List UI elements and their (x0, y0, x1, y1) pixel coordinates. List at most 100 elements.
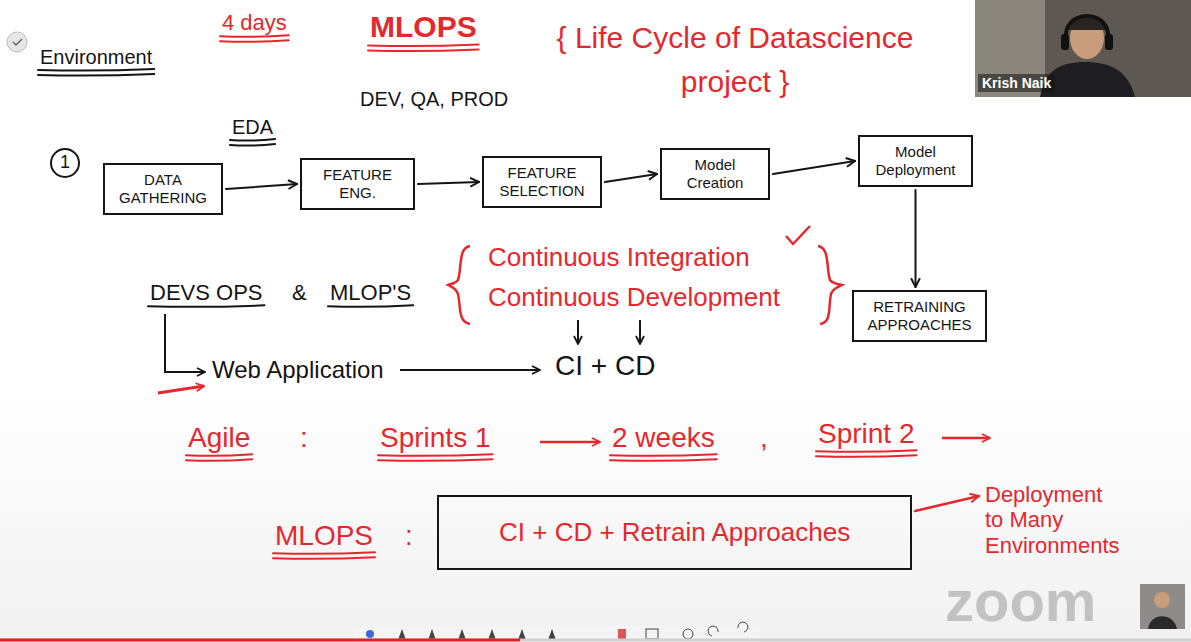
note-text: CI + CD (555, 350, 655, 382)
process-box: CI + CD + Retrain Approaches (437, 495, 912, 570)
process-box: Model Creation (660, 148, 770, 200)
underline (38, 74, 154, 76)
underline (378, 454, 493, 456)
node-text: DATA GATHERING (113, 171, 213, 207)
tool-icon (488, 629, 496, 640)
note-text: Agile (188, 422, 250, 454)
underline (273, 552, 375, 554)
note-text: Sprint 2 (818, 418, 915, 450)
headphones (1066, 16, 1108, 40)
hook-arrow (165, 314, 205, 372)
note-text: 2 weeks (612, 422, 715, 454)
flow-arrow (226, 184, 297, 189)
headphone-cup (1061, 34, 1069, 50)
tool-icon (708, 626, 718, 636)
corner-icon (7, 32, 27, 52)
curly-brace (448, 246, 470, 324)
underline (610, 454, 717, 456)
underline (816, 450, 917, 452)
node-text: FEATURE ENG. (310, 166, 405, 202)
underline (230, 144, 275, 146)
video-name: Krish Naik (978, 74, 1055, 92)
note-text: Environment (40, 46, 152, 69)
flow-arrow (942, 437, 990, 440)
pointer-arrow (915, 496, 979, 511)
tool-icon (518, 629, 526, 640)
process-box: Model Deployment (858, 135, 973, 187)
underline (230, 139, 275, 141)
down-arrow (639, 320, 641, 344)
note-text: 4 days (222, 10, 287, 35)
note-text: : (300, 422, 308, 454)
tool-icon (428, 629, 436, 640)
flow-arrow (915, 190, 917, 287)
underline (186, 459, 252, 461)
tool-icon (646, 629, 658, 639)
note-text: { Life Cycle of Datascience project } (510, 16, 960, 103)
heading: MLOPS (370, 10, 477, 45)
flow-arrow (605, 174, 657, 182)
headphone-cup (1105, 34, 1113, 50)
note-text: MLOP'S (330, 280, 411, 305)
flow-arrow (400, 369, 540, 371)
note-text: DEVS OPS (150, 280, 262, 305)
avatar-head (1154, 592, 1170, 608)
underline (220, 40, 289, 42)
underline (273, 557, 375, 559)
tool-icon (548, 629, 556, 640)
underline (368, 45, 479, 47)
check-mark (786, 226, 810, 244)
note-text: MLOPS (275, 520, 373, 552)
node-text: Model Creation (670, 156, 760, 192)
node-text: 1 (60, 152, 70, 174)
underline (38, 69, 154, 71)
note-text: Continuous Development (488, 283, 780, 313)
process-box: FEATURE SELECTION (482, 156, 602, 208)
avatar-thumb (1140, 584, 1185, 629)
avatar-body (1148, 616, 1177, 629)
process-box: FEATURE ENG. (300, 158, 415, 210)
pointer-arrow (158, 386, 204, 393)
underline (368, 50, 479, 52)
underline (816, 455, 917, 457)
underline (328, 305, 413, 307)
lower-band (0, 390, 1191, 642)
note-text: , (760, 422, 768, 454)
video-tile (975, 0, 1191, 97)
process-box: RETRAINING APPROACHES (852, 290, 987, 342)
step-circle: 1 (50, 148, 80, 178)
corner-icon-mark (13, 39, 22, 45)
watermark: zoom (945, 572, 1096, 630)
progress-track (0, 639, 1191, 642)
note-text: EDA (232, 116, 273, 139)
node-text: CI + CD + Retrain Approaches (499, 517, 850, 548)
process-box: DATA GATHERING (103, 163, 223, 215)
node-text: FEATURE SELECTION (492, 164, 592, 200)
underline (610, 459, 717, 461)
note-text: Sprints 1 (380, 422, 491, 454)
note-text: Deployment to Many Environments (985, 482, 1125, 558)
underline (220, 35, 289, 37)
tool-icon (618, 629, 626, 639)
note-text: & (292, 280, 307, 305)
underline (186, 454, 252, 456)
flow-arrow (540, 441, 600, 444)
down-arrow (577, 320, 579, 344)
flow-arrow (418, 182, 479, 184)
curly-brace (818, 246, 842, 324)
note-text: Web Application (212, 356, 384, 384)
flow-arrow (773, 161, 855, 174)
underline (148, 305, 264, 307)
tool-icon (683, 629, 693, 639)
progress-bar (0, 639, 520, 642)
note-text: DEV, QA, PROD (360, 88, 508, 111)
node-text: RETRAINING APPROACHES (862, 298, 977, 334)
note-text: : (405, 520, 413, 552)
tool-icon (398, 629, 406, 640)
underline (378, 459, 493, 461)
note-text: Continuous Integration (488, 243, 750, 273)
tool-icon (458, 629, 466, 640)
tool-icon (366, 630, 374, 638)
tool-icon (738, 622, 748, 632)
node-text: Model Deployment (868, 143, 963, 179)
